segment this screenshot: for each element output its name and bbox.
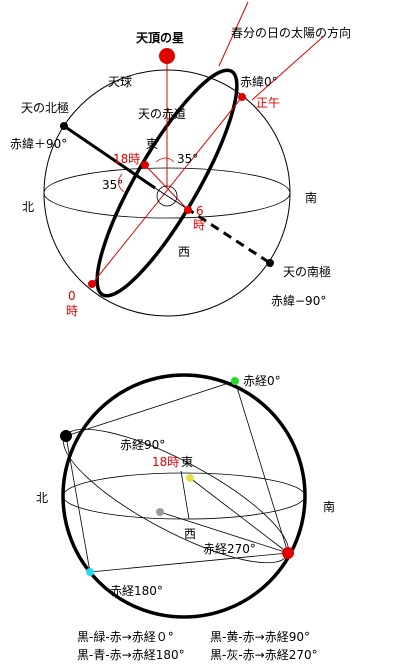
label-dec-minus90: 赤緯−90° (271, 293, 326, 308)
noon-dot (238, 93, 246, 101)
sun-ray-2 (251, 35, 325, 101)
label-0h-a: 0 (68, 289, 76, 303)
label-north-bottom: 北 (36, 491, 48, 505)
top-diagram: 天頂の星 春分の日の太陽の方向 天球 天の北極 赤緯＋90° 赤緯0° 正午 天… (10, 1, 351, 318)
legend-line1-left: 黒-緑-赤→赤経０° (77, 629, 174, 644)
label-zenith-star: 天頂の星 (136, 31, 184, 45)
legend-line2-left: 黒-青-赤→赤経180° (77, 648, 185, 662)
top-axis-mid (154, 187, 187, 209)
ra270-gray-dot (156, 508, 164, 516)
bottom-diagram: 赤経0° 赤経90° 18時 東 北 南 西 赤経270° 赤経180° (36, 373, 335, 619)
label-noon: 正午 (256, 96, 280, 110)
bottom-line-yellow-red (189, 477, 289, 554)
sun-ray-1 (218, 1, 249, 67)
label-east-top: 東 (146, 137, 158, 151)
legend: 黒-緑-赤→赤経０° 黒-黄-赤→赤経90° 黒-青-赤→赤経180° 黒-灰-… (77, 629, 318, 662)
top-center-circle (156, 185, 178, 207)
top-celestial-equator (95, 68, 239, 298)
angle-arc-left (118, 173, 125, 193)
bottom-horizon-ellipse (62, 472, 306, 520)
north-pole-dot (60, 122, 68, 130)
bottom-line-cyan-red (89, 552, 289, 573)
ra0-green-dot (231, 377, 239, 385)
h0-dot (88, 280, 96, 288)
label-south-pole: 天の南極 (283, 264, 331, 279)
top-axis-north (63, 124, 156, 190)
label-west-top: 西 (178, 245, 190, 259)
bottom-black-dot (60, 430, 72, 442)
bottom-line-gray-red (159, 511, 289, 554)
label-north-pole: 天の北極 (21, 100, 69, 115)
label-angle-left: 35° (102, 178, 123, 192)
angle-arc-right (155, 157, 175, 163)
label-ra0: 赤経0° (243, 374, 281, 388)
bottom-east-west-line (180, 470, 190, 520)
legend-line1-right: 黒-黄-赤→赤経90° (210, 630, 310, 644)
label-ra180: 赤経180° (110, 584, 163, 598)
label-ra90: 赤経90° (120, 438, 165, 452)
label-dec-0: 赤緯0° (240, 74, 278, 89)
ra90-yellow-dot (186, 474, 194, 482)
zenith-star-dot (159, 48, 175, 64)
label-celestial-equator: 天の赤道 (138, 107, 186, 121)
label-sun-direction: 春分の日の太陽の方向 (231, 25, 351, 40)
south-pole-dot (266, 259, 274, 267)
bottom-red-dot (282, 547, 294, 559)
bottom-line-black-cyan (65, 435, 91, 573)
label-18h-bottom: 18時 (152, 455, 179, 469)
label-6h-b: 時 (193, 218, 205, 232)
legend-line2-right: 黒-灰-赤→赤経270° (210, 648, 318, 662)
ra180-cyan-dot (86, 568, 94, 576)
label-east-bottom: 東 (181, 455, 193, 469)
label-18h-top: 18時 (113, 152, 140, 166)
h18-dot (141, 161, 149, 169)
label-north-top: 北 (22, 200, 34, 214)
top-noon-midnight-line (91, 96, 243, 285)
label-ra270: 赤経270° (203, 542, 256, 556)
h6-dot (184, 206, 192, 214)
top-18h-6h-line (144, 164, 189, 211)
label-6h-a: 6 (196, 204, 204, 218)
top-axis-south-dashed (185, 206, 271, 265)
label-west-bottom: 西 (184, 527, 196, 541)
label-south-bottom: 南 (323, 499, 335, 514)
label-dec-plus90: 赤緯＋90° (10, 136, 67, 151)
bottom-line-black-green (65, 380, 236, 437)
bottom-sphere-outline (61, 373, 307, 619)
label-south-top: 南 (305, 190, 317, 205)
label-angle-right: 35° (177, 152, 198, 166)
bottom-line-green-red (234, 380, 289, 554)
label-celestial-sphere: 天球 (108, 75, 132, 89)
bottom-hour-circle (63, 428, 289, 564)
label-0h-b: 時 (66, 304, 78, 318)
